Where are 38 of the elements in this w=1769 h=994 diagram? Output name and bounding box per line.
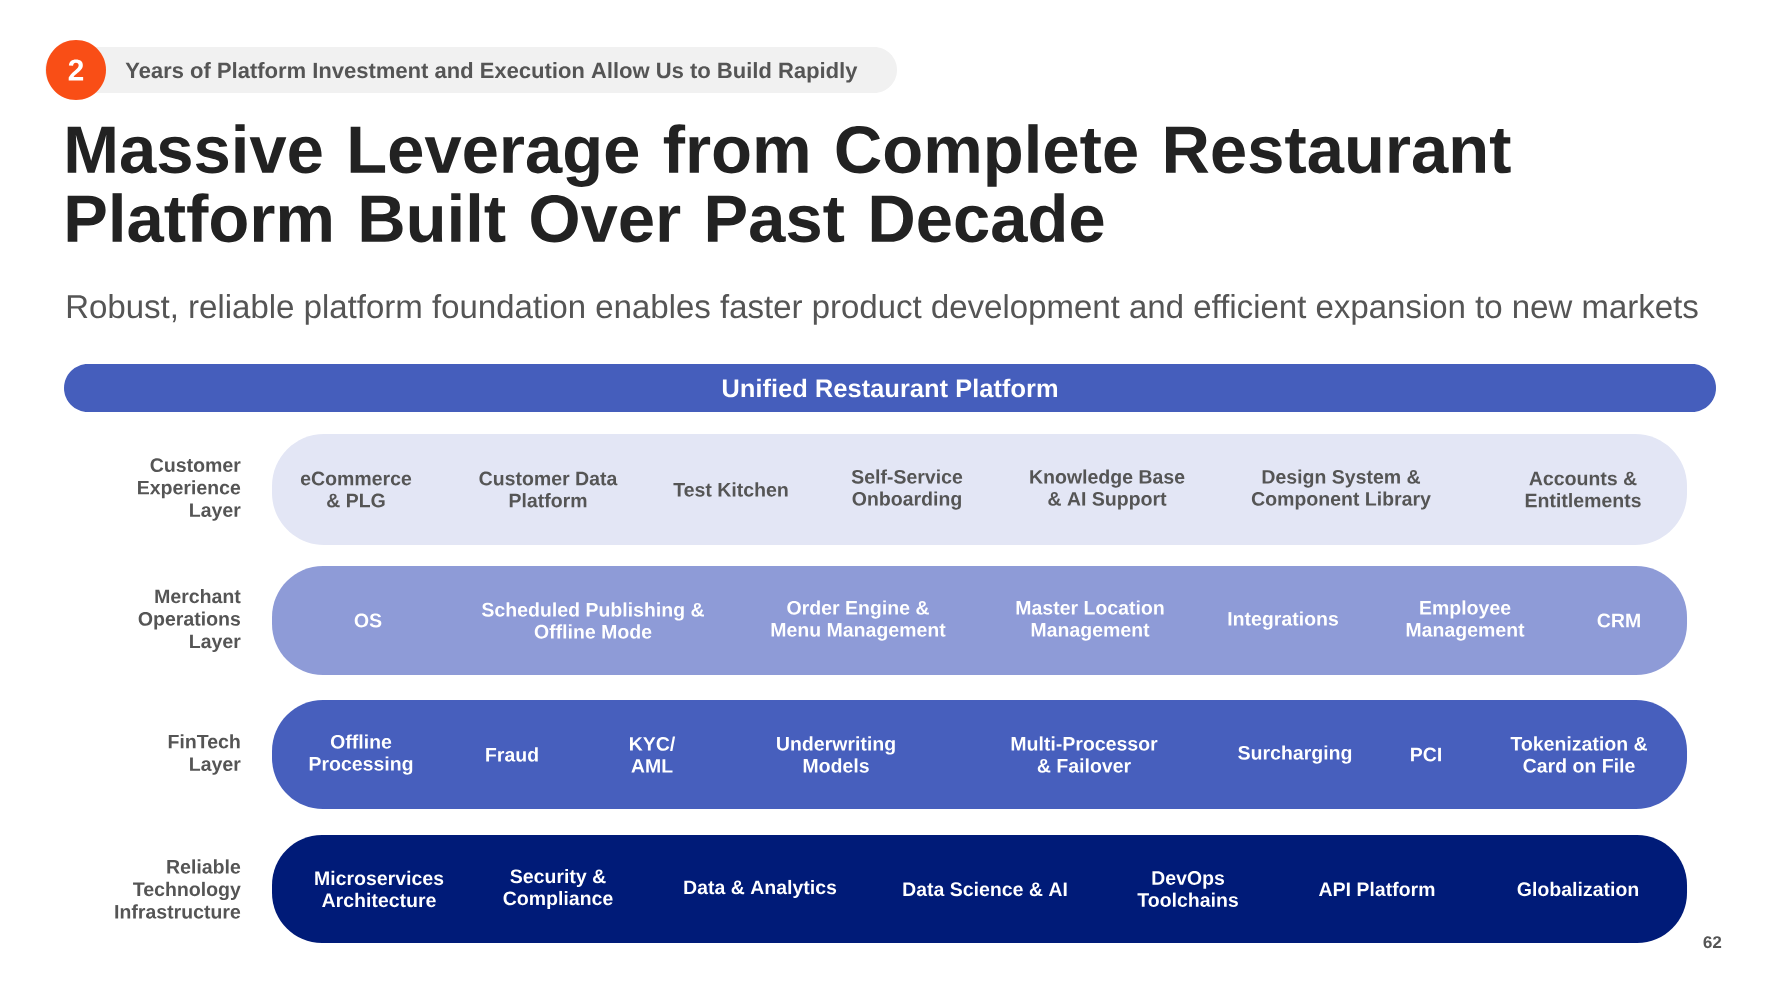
layer-label: Merchant Operations Layer bbox=[138, 588, 241, 653]
capability-label: Accounts & Entitlements bbox=[1525, 471, 1641, 508]
capability-label: PCI bbox=[1411, 747, 1441, 762]
capability-label: CRM bbox=[1597, 613, 1640, 628]
capability-label: Offline Processing bbox=[309, 734, 413, 775]
capability-label: eCommerce & PLG bbox=[300, 471, 412, 508]
capability-label: Scheduled Publishing & Offline Mode bbox=[482, 602, 704, 639]
capability-label: Order Engine & Menu Management bbox=[771, 600, 946, 641]
capability-label: Data & Analytics bbox=[684, 879, 837, 899]
capability-label: Security & Compliance bbox=[503, 868, 613, 910]
capability-label: OS bbox=[354, 613, 382, 628]
capability-label: Multi-Processor & Failover bbox=[1011, 736, 1158, 773]
page-number: 62 bbox=[1703, 936, 1722, 949]
capability-label: Tokenization & Card on File bbox=[1510, 736, 1647, 773]
capability-label: Customer Data Platform bbox=[479, 471, 618, 508]
platform-bar: Unified Restaurant Platform bbox=[64, 364, 1716, 412]
capability-label: Design System & Component Library bbox=[1251, 469, 1431, 510]
capability-label: Employee Management bbox=[1406, 600, 1525, 641]
capability-label: Surcharging bbox=[1238, 745, 1352, 764]
layer-label: Reliable Technology Infrastructure bbox=[115, 859, 241, 919]
capability-label: Fraud bbox=[486, 747, 538, 762]
capability-label: Test Kitchen bbox=[673, 482, 788, 497]
capability-label: Globalization bbox=[1517, 881, 1639, 897]
capability-label: Microservices Architecture bbox=[315, 870, 444, 908]
subtitle: Robust, reliable platform foundation enables faster product development and efficient expansion to new markets bbox=[67, 294, 1698, 325]
capability-label: Data Science & AI bbox=[903, 881, 1067, 897]
capability-label: DevOps Toolchains bbox=[1137, 871, 1238, 907]
capability-label: Self-Service Onboarding bbox=[851, 469, 963, 510]
number-badge: 2 bbox=[46, 40, 106, 100]
capability-label: Integrations bbox=[1228, 611, 1338, 630]
layer-label: FinTech Layer bbox=[168, 734, 241, 775]
capability-label: Master Location Management bbox=[1016, 600, 1164, 641]
capability-label: Underwriting Models bbox=[777, 736, 895, 773]
capability-label: KYC/ AML bbox=[630, 736, 676, 773]
capability-label: Knowledge Base & AI Support bbox=[1030, 469, 1185, 510]
layer-label: Customer Experience Layer bbox=[138, 458, 241, 521]
title: Massive Leverage from Complete Restaurant Platform Built Over Past Decade bbox=[67, 124, 1511, 243]
capability-label: API Platform bbox=[1319, 881, 1435, 897]
